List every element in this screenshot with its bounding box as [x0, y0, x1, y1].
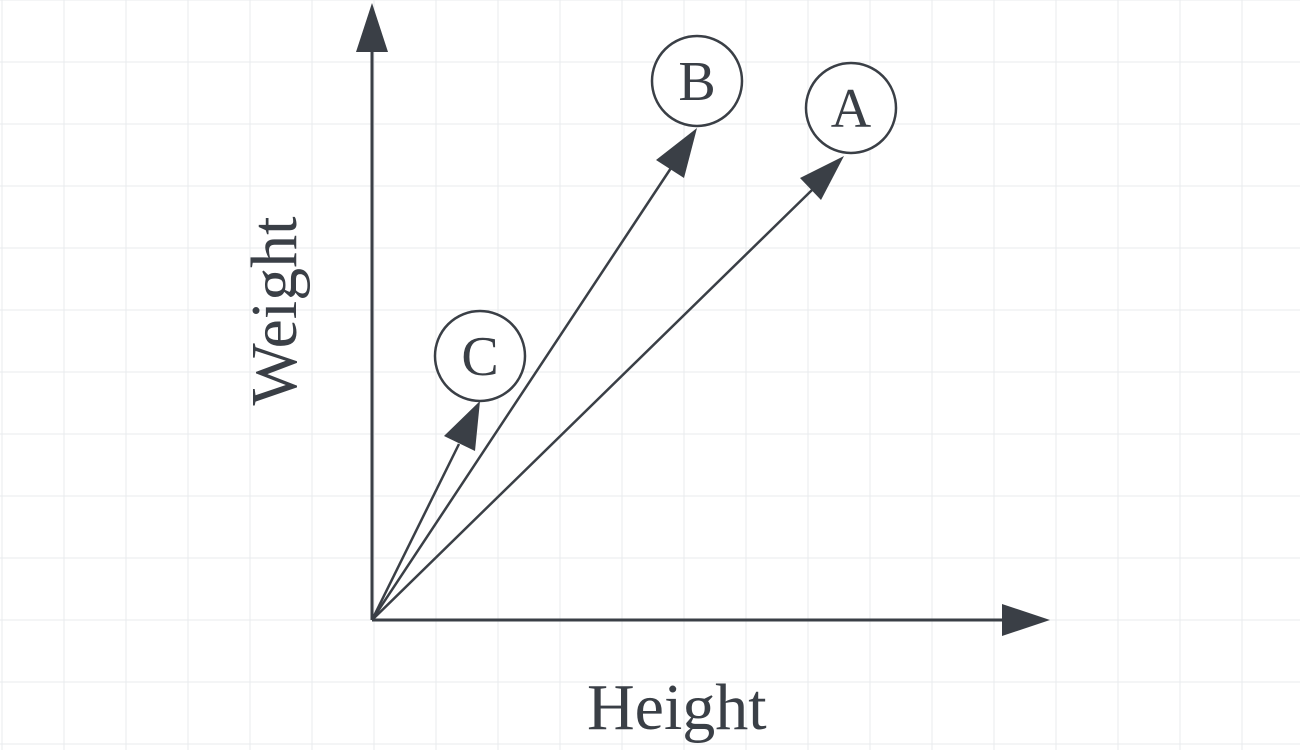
vector-a-label: A [831, 78, 872, 140]
vector-c-label: C [461, 326, 498, 388]
vector-a: A [371, 61, 898, 621]
vector-c-arrowhead [444, 401, 480, 451]
vector-c: C [370, 309, 527, 621]
vector-b-arrowhead [656, 128, 697, 178]
vector-b-node [650, 34, 744, 128]
y-axis [356, 3, 388, 620]
vector-b-label: B [678, 51, 715, 113]
x-axis [372, 604, 1050, 636]
vector-b: B [370, 34, 744, 621]
y-axis-label: Weight [238, 216, 311, 406]
vector-a-arrowhead [800, 156, 844, 200]
x-axis-arrowhead [1002, 604, 1050, 636]
x-axis-label: Height [587, 671, 767, 744]
vector-c-node [433, 309, 527, 403]
vector-a-node [804, 61, 898, 155]
y-axis-arrowhead [356, 3, 388, 52]
